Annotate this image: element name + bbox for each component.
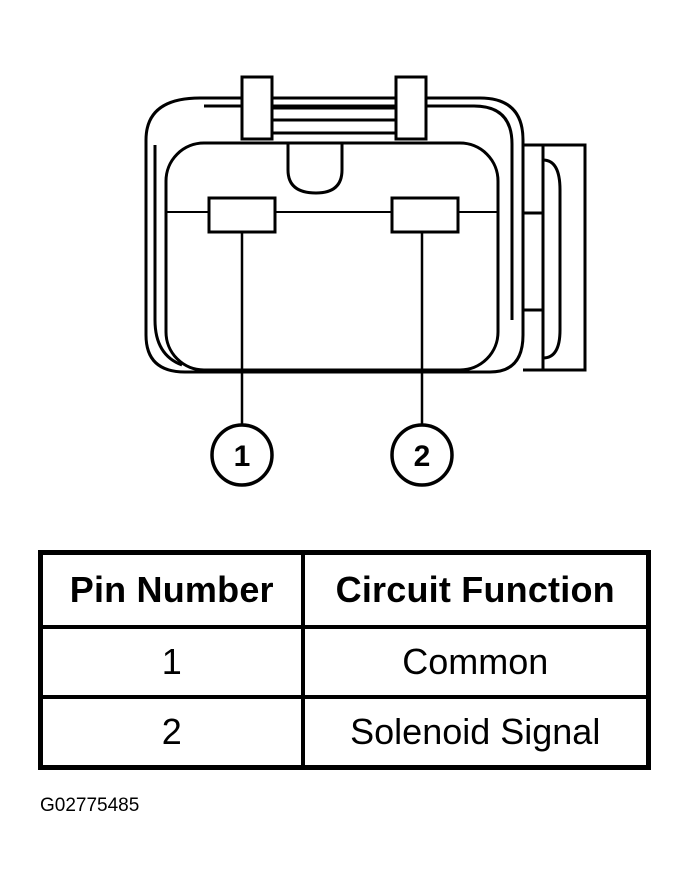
cell-function: Solenoid Signal (300, 695, 651, 770)
connector-face (164, 141, 500, 372)
latch-tab-right (394, 75, 428, 141)
terminal-1 (207, 196, 277, 234)
connector-outer-shell (144, 96, 525, 374)
table-row: 1 Common (38, 625, 651, 699)
connector-shell-left-outline (153, 145, 183, 367)
connector-side-lock (541, 143, 587, 372)
latch-tab-left (240, 75, 274, 141)
cell-pin: 1 (38, 625, 305, 699)
connector-diagram: 1 2 (144, 75, 587, 487)
pin-1-callout (210, 423, 274, 487)
connector-key (286, 143, 344, 195)
header-circuit-function: Circuit Function (300, 550, 651, 629)
table-row: 2 Solenoid Signal (38, 695, 651, 770)
table-header-row: Pin Number Circuit Function (38, 550, 651, 629)
pin-1-label: 1 (234, 440, 251, 473)
figure-id: G02775485 (40, 795, 140, 816)
connector-shell-inner-outline (204, 104, 514, 320)
pin-table: Pin Number Circuit Function 1 Common 2 S… (38, 550, 651, 770)
header-pin-number: Pin Number (38, 550, 305, 629)
pin-2-label: 2 (414, 440, 431, 473)
cell-function: Common (300, 625, 651, 699)
pin-2-callout (390, 423, 454, 487)
cell-pin: 2 (38, 695, 305, 770)
terminal-2 (390, 196, 460, 234)
